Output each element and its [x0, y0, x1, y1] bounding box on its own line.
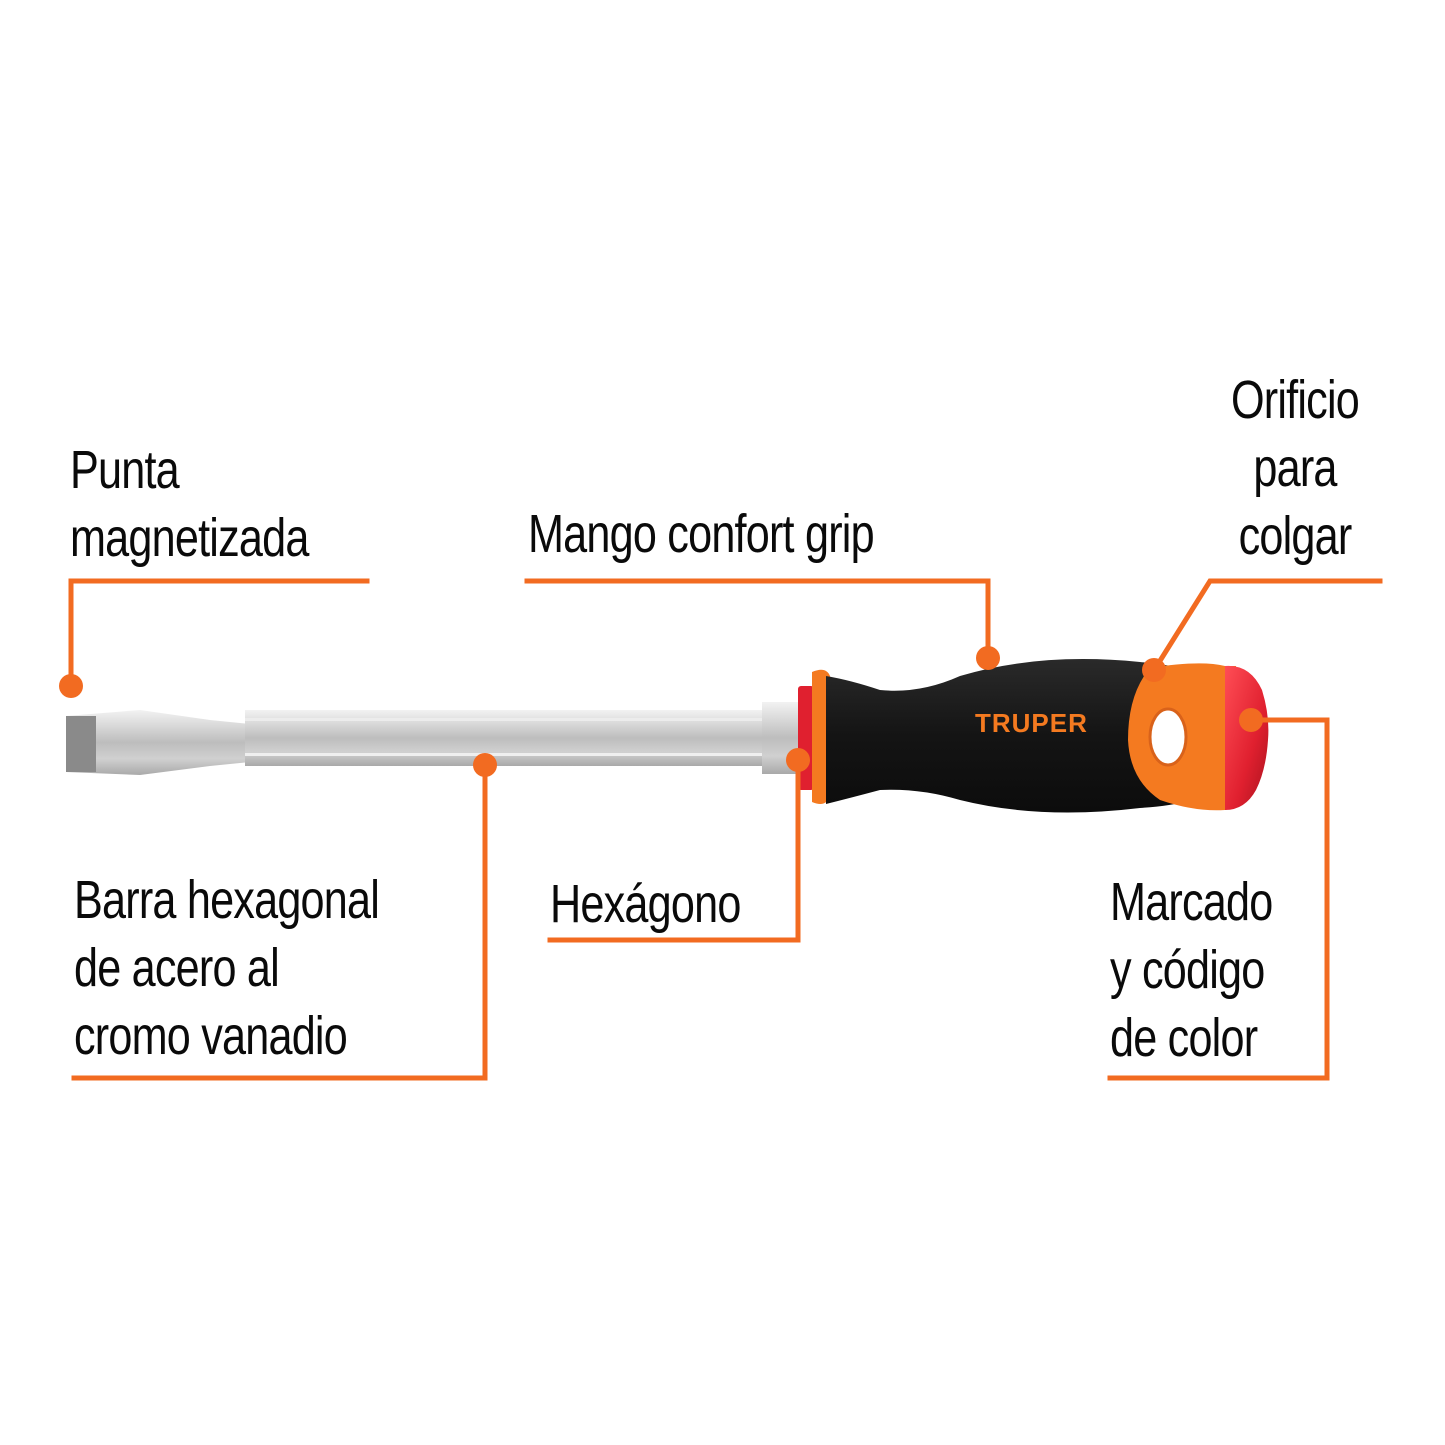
- dot-bar: [473, 753, 497, 777]
- label-hang-hole-line-2: para: [1253, 438, 1337, 498]
- label-bar: Barra hexagonal de acero al cromo vanadi…: [74, 866, 380, 1070]
- label-handle-line-1: Mango confort grip: [528, 504, 875, 564]
- label-marking-line-1: Marcado: [1110, 872, 1273, 932]
- label-hang-hole-line-3: colgar: [1238, 506, 1353, 566]
- label-hang-hole: Orificio para colgar: [1187, 366, 1403, 570]
- brand-logo: TRUPER: [975, 708, 1088, 738]
- label-bar-line-2: de acero al: [74, 938, 280, 998]
- label-handle: Mango confort grip: [528, 500, 875, 568]
- handle-body: [826, 659, 1215, 813]
- dot-hex: [786, 748, 810, 772]
- label-hang-hole-line-1: Orificio: [1230, 370, 1360, 430]
- label-bar-line-1: Barra hexagonal: [74, 870, 380, 930]
- label-marking-line-2: y código: [1110, 940, 1265, 1000]
- dot-handle: [976, 646, 1000, 670]
- label-marking-line-3: de color: [1110, 1008, 1258, 1068]
- hex-shaft: [245, 710, 765, 766]
- label-tip-line-2: magnetizada: [70, 508, 309, 568]
- blade-tip: [66, 710, 250, 775]
- label-bar-line-3: cromo vanadio: [74, 1006, 348, 1066]
- red-cap: [1225, 665, 1269, 810]
- label-hex-line-1: Hexágono: [550, 874, 741, 934]
- dot-tip: [59, 674, 83, 698]
- label-hex: Hexágono: [550, 870, 741, 938]
- label-tip-line-1: Punta: [70, 440, 180, 500]
- dot-hang-hole: [1142, 658, 1166, 682]
- callout-lines: [68, 578, 1383, 1081]
- dot-marking: [1239, 708, 1263, 732]
- hang-hole: [1148, 707, 1188, 767]
- label-tip: Punta magnetizada: [70, 436, 309, 572]
- callout-dots: [59, 646, 1263, 777]
- label-marking: Marcado y código de color: [1110, 868, 1273, 1072]
